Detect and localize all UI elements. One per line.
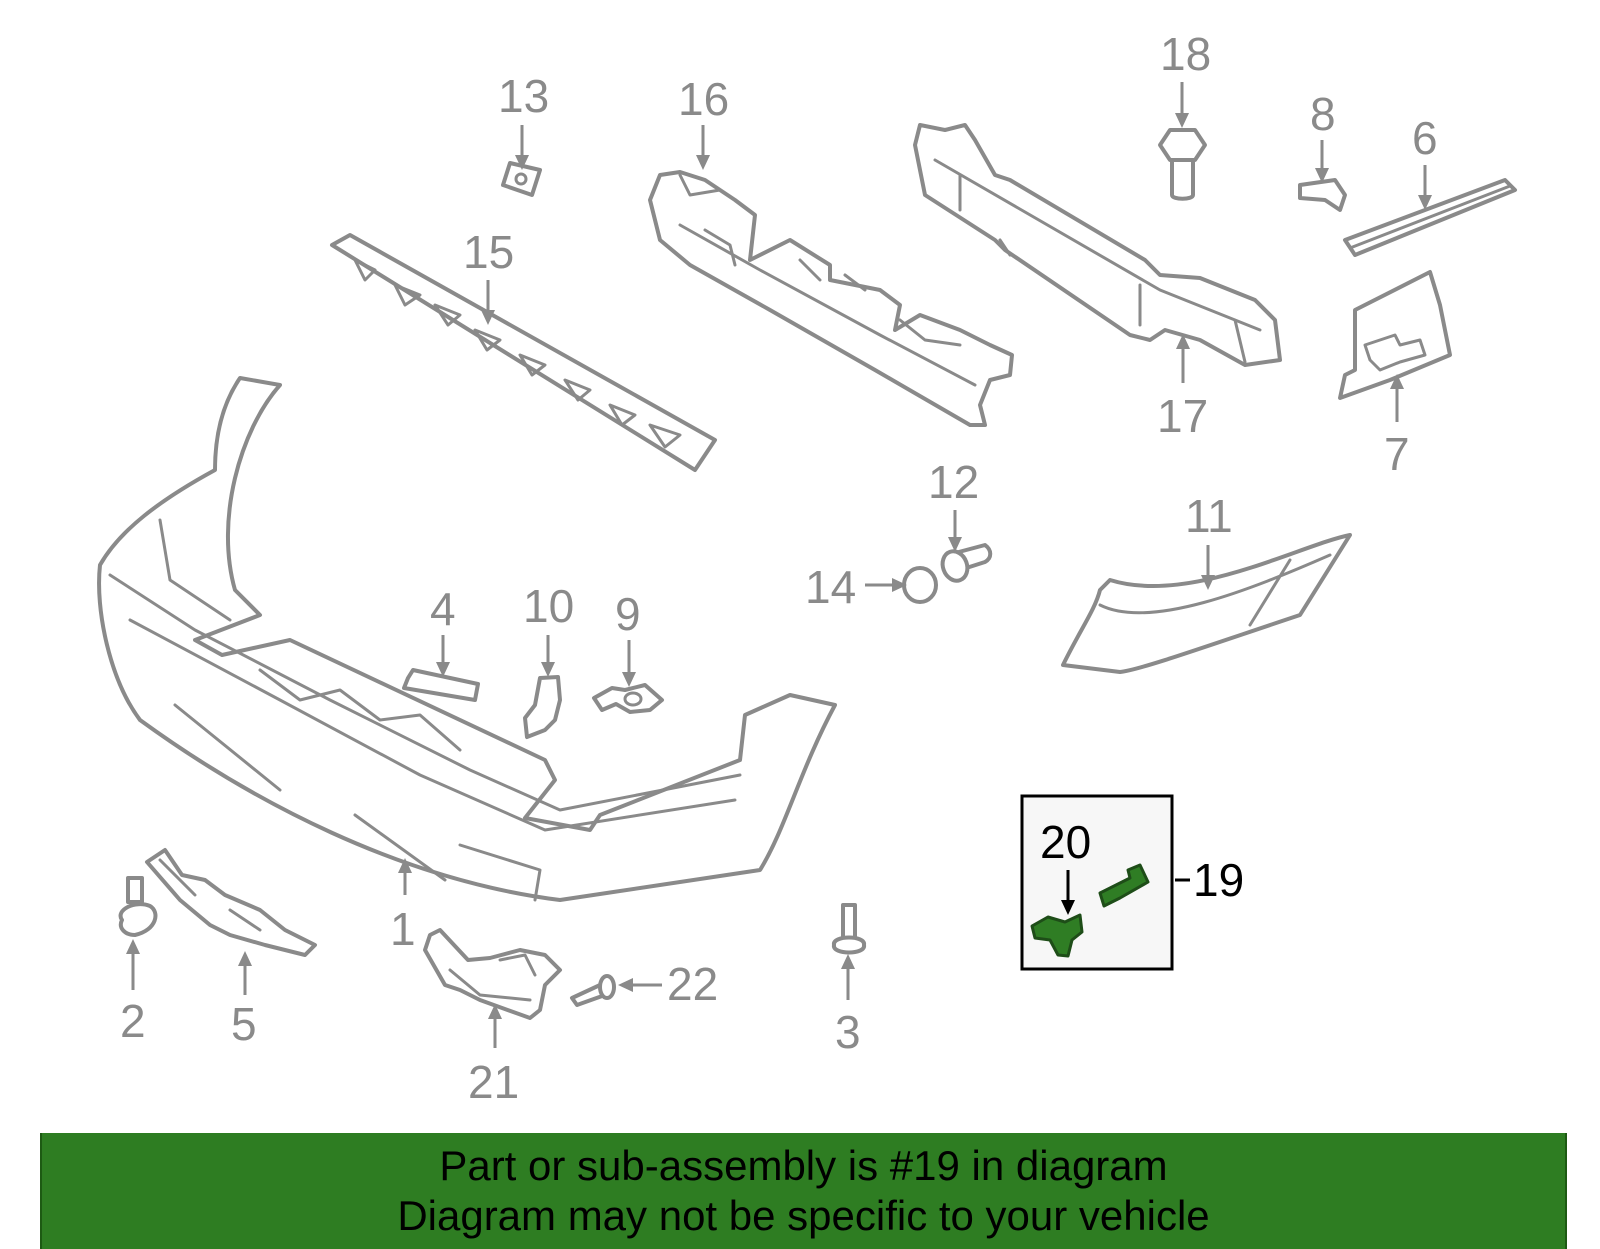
arrow-10: [541, 635, 555, 677]
part-1-bumper-cover[interactable]: [97, 376, 837, 902]
part-17-reinforcement-beam[interactable]: [913, 123, 1282, 367]
callout-6: 6: [1412, 112, 1438, 164]
arrow-6: [1418, 165, 1432, 210]
callout-10: 10: [523, 580, 574, 632]
arrow-5: [238, 951, 252, 995]
arrow-1: [398, 858, 412, 895]
callout-15: 15: [463, 226, 514, 278]
callout-13: 13: [498, 70, 549, 122]
callout-2: 2: [120, 995, 146, 1047]
arrow-4: [436, 635, 450, 677]
part-18-bolt[interactable]: [1158, 128, 1207, 201]
callout-16: 16: [678, 73, 729, 125]
part-10-bracket[interactable]: [523, 675, 562, 739]
callout-arrows: [126, 82, 1432, 1048]
arrow-12: [948, 510, 962, 552]
callout-11: 11: [1185, 490, 1233, 542]
arrow-15: [481, 280, 495, 325]
arrow-20: [1061, 870, 1075, 915]
callout-7: 7: [1384, 428, 1410, 480]
part-13-clip-nut[interactable]: [501, 161, 542, 197]
part-19-highlighted-clip[interactable]: [1098, 863, 1150, 908]
arrow-16: [696, 125, 710, 170]
part-9-clip[interactable]: [592, 683, 664, 714]
part-12-push-pin[interactable]: [939, 543, 993, 584]
arrow-21: [488, 1004, 502, 1048]
arrow-2: [126, 939, 140, 990]
arrow-22: [618, 978, 662, 992]
arrow-17: [1176, 334, 1190, 383]
arrow-3: [841, 954, 855, 1000]
part-5-bracket[interactable]: [145, 848, 317, 957]
callout-1: 1: [390, 903, 416, 955]
arrow-9: [622, 640, 636, 687]
callout-19: 19: [1193, 854, 1244, 906]
part-14-grommet[interactable]: [902, 566, 938, 604]
callout-20: 20: [1040, 816, 1091, 868]
arrow-8: [1315, 140, 1329, 183]
part-4-pad[interactable]: [402, 668, 480, 702]
arrow-13: [515, 125, 529, 170]
footer-line-2: Diagram may not be specific to your vehi…: [397, 1192, 1210, 1239]
callout-5: 5: [231, 998, 257, 1050]
part-16-energy-absorber[interactable]: [648, 170, 1014, 427]
callout-21: 21: [468, 1056, 519, 1108]
footer-line-1: Part or sub-assembly is #19 in diagram: [439, 1142, 1168, 1189]
callout-9: 9: [615, 588, 641, 640]
part-15-energy-absorber-strip[interactable]: [330, 233, 717, 472]
callout-labels: 13 16 15 18 8 6 17 7 12 11 14 4 10 9 1 2…: [120, 28, 1438, 1108]
callout-3: 3: [835, 1006, 861, 1058]
part-20-highlighted-clip[interactable]: [1030, 913, 1084, 958]
arrow-11: [1201, 545, 1215, 590]
part-7-bracket[interactable]: [1338, 270, 1452, 400]
part-19-inset-box[interactable]: [1020, 794, 1174, 971]
arrow-18: [1175, 82, 1189, 128]
part-22-screw[interactable]: [570, 974, 616, 1007]
callout-17: 17: [1157, 390, 1208, 442]
part-6-molding-strip[interactable]: [1343, 178, 1517, 257]
callout-14: 14: [805, 561, 856, 613]
arrow-14: [865, 578, 907, 592]
callout-18: 18: [1160, 28, 1211, 80]
part-2-bolt[interactable]: [118, 876, 158, 937]
part-8-clip[interactable]: [1298, 178, 1347, 212]
part-21-bracket[interactable]: [423, 928, 562, 1020]
part-3-bolt[interactable]: [832, 903, 866, 955]
arrow-7: [1390, 374, 1404, 422]
callout-22: 22: [667, 958, 718, 1010]
callout-8: 8: [1310, 88, 1336, 140]
callout-12: 12: [928, 456, 979, 508]
footer-banner: Part or sub-assembly is #19 in diagram D…: [40, 1133, 1567, 1249]
callout-4: 4: [430, 583, 456, 635]
